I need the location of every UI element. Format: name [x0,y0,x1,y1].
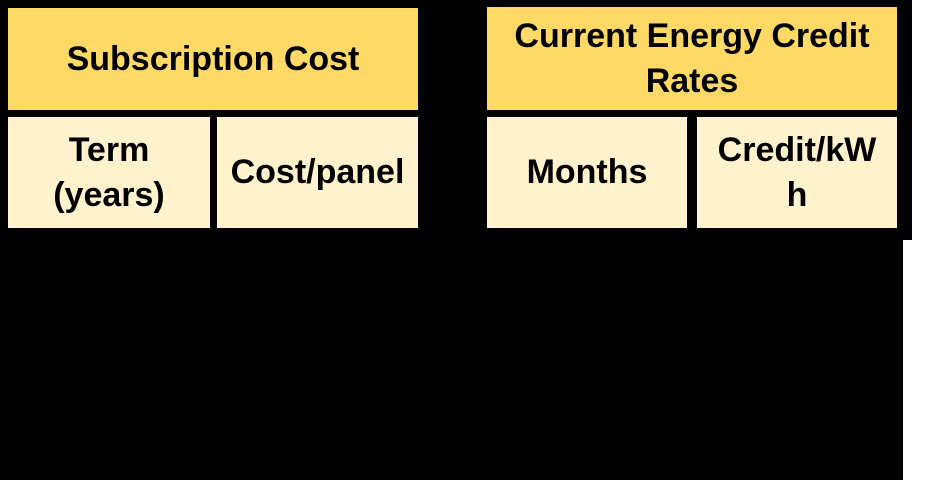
energy-credit-rates-column-months: Months [487,117,687,228]
subscription-cost-column-cost-per-panel: Cost/panel [217,117,418,228]
subscription-cost-column-term-years: Term (years) [8,117,210,228]
subscription-cost-table-title: Subscription Cost [8,8,418,110]
energy-credit-rates-column-credit-per-kwh: Credit/kWh [697,117,897,228]
energy-credit-rates-table-title: Current Energy Credit Rates [487,7,897,110]
